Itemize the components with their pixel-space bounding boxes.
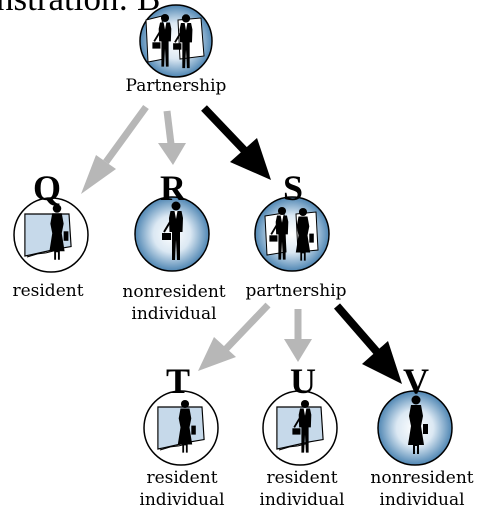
s-letter: S [282,168,304,208]
v-label-line-2: individual [379,490,465,510]
v-letter: V [403,361,429,401]
t-node-icon [143,390,219,466]
u-label: resident individual [259,467,344,511]
r-label-line-1: nonresident [122,282,226,302]
r-letter: R [160,168,186,208]
s-to-u-arrow [284,309,312,362]
s-to-t-arrow [198,302,271,371]
root-node-icon [139,4,213,78]
t-label-line-1: resident [146,468,218,488]
q-letter: Q [32,168,62,208]
root-to-q-arrow [81,104,149,194]
u-label-line-2: individual [259,490,345,510]
r-node-icon [134,196,210,272]
r-label: nonresident individual [122,281,225,325]
u-label-line-1: resident [266,468,338,488]
s-label: partnership [245,281,347,301]
u-node-icon [262,390,338,466]
root-to-s-arrow [201,105,271,180]
t-label: resident individual [139,467,224,511]
root-to-r-arrow [158,110,186,165]
v-label: nonresident individual [370,467,473,511]
s-to-v-arrow [333,303,402,384]
r-label-line-2: individual [131,304,217,324]
v-label-line-1: nonresident [370,468,474,488]
v-node-icon [377,390,453,466]
q-label: resident [12,281,84,301]
t-label-line-2: individual [139,490,225,510]
root-label: Partnership [125,76,227,96]
u-letter: U [290,361,316,401]
q-node-icon [13,197,89,273]
s-node-icon [254,196,330,272]
top-heading-fragment: nstration: B [0,0,160,16]
t-letter: T [165,361,191,401]
